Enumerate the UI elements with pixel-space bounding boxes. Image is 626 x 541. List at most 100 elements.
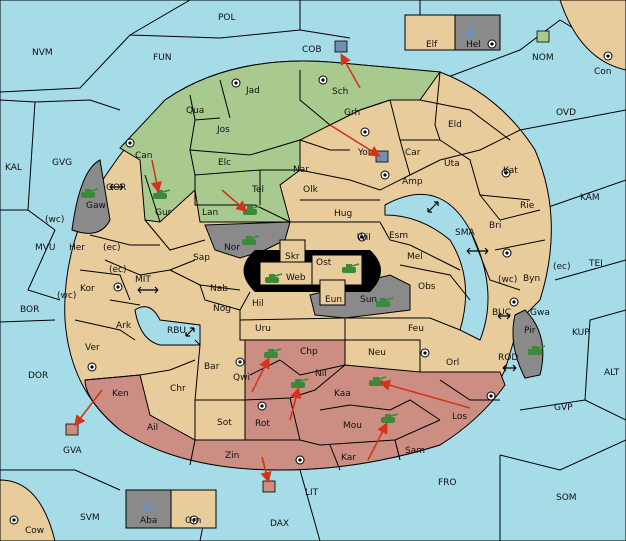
label-som: SOM [556, 493, 577, 503]
label-qua: Qua [186, 106, 204, 116]
army-unit-icon [528, 345, 546, 355]
label-kam: KAM [580, 193, 600, 203]
label-car: Car [405, 148, 421, 158]
label-mel: Mel [407, 252, 423, 262]
army-unit-icon [81, 188, 99, 198]
label-mvu: MVU [35, 243, 56, 253]
label-gaw: Gaw [86, 201, 106, 211]
label-fun: FUN [153, 53, 172, 63]
label-orn: Orn [185, 516, 201, 526]
inner-sea-channel[interactable] [384, 193, 489, 341]
label-nvm: NVM [32, 48, 53, 58]
label-kup: KUP [572, 328, 590, 338]
label-uru: Uru [255, 324, 271, 334]
label-qwi: Qwi [233, 373, 250, 383]
units [65, 26, 550, 512]
label-ail: Ail [147, 423, 158, 433]
label-nar: Nar [293, 165, 309, 175]
label-alt: ALT [604, 368, 620, 378]
supply-centers [9, 39, 613, 525]
region-green-block[interactable] [119, 60, 441, 223]
label-con: Con [594, 67, 612, 77]
label-gor: GOR [106, 183, 126, 193]
label-sap: Sap [193, 253, 210, 263]
label-lit: LIT [305, 488, 319, 498]
label-ken: Ken [112, 389, 129, 399]
label-amp: Amp [402, 177, 423, 187]
label-kat: Kat [503, 166, 518, 176]
label-orl: Orl [446, 358, 459, 368]
label-coast-ec: (ec) [553, 262, 571, 272]
label-ver: Ver [85, 343, 100, 353]
label-jos: Jos [216, 125, 230, 135]
label-coast-wc: (wc) [45, 215, 64, 225]
label-feu: Feu [408, 324, 424, 334]
label-bor: BOR [20, 305, 39, 315]
label-gvp: GVP [554, 403, 573, 413]
label-sam: Sam [405, 446, 425, 456]
order-arrows [74, 53, 471, 484]
army-unit-icon [264, 348, 282, 358]
fleet-unit-icon [65, 423, 79, 436]
label-sch: Sch [332, 87, 348, 97]
label-aba: Aba [140, 516, 157, 526]
label-gva: GVA [63, 446, 83, 456]
label-sot: Sot [217, 418, 232, 428]
label-rbu: RBU [167, 326, 186, 336]
army-unit-icon [265, 273, 283, 283]
label-eun: Eun [325, 295, 342, 305]
label-eld: Eld [448, 120, 462, 130]
label-gwa: Gwa [530, 308, 550, 318]
fleet-unit-icon [262, 480, 276, 493]
fleet-unit-icon [536, 30, 550, 43]
label-svm: SVM [80, 513, 100, 523]
label-dax: DAX [270, 519, 289, 529]
label-obs: Obs [418, 282, 436, 292]
label-cow: Cow [25, 526, 44, 536]
army-unit-icon [376, 297, 394, 307]
adjacency-markers [109, 183, 517, 372]
label-hel: Hel [466, 40, 481, 50]
label-esm: Esm [389, 231, 408, 241]
label-dor: DOR [28, 371, 48, 381]
land-labels: Jad Sch Qua Jos Grh Can Elc Nar Yor Car … [69, 86, 550, 463]
label-web: Web [286, 273, 306, 283]
label-uta: Uta [444, 159, 460, 169]
label-sma: SMA [455, 228, 475, 238]
label-elc: Elc [218, 158, 231, 168]
label-rie: Rie [520, 201, 535, 211]
label-buc: BUC [492, 308, 511, 318]
label-elf: Elf [426, 40, 438, 50]
label-chp: Chp [300, 347, 318, 357]
label-neu: Neu [368, 348, 386, 358]
label-nog: Nog [213, 304, 231, 314]
label-tei: TEI [588, 259, 603, 269]
label-byn: Byn [523, 274, 540, 284]
label-rot: Rot [255, 419, 270, 429]
label-chr: Chr [170, 384, 186, 394]
label-kor: Kor [80, 284, 95, 294]
label-mou: Mou [343, 421, 362, 431]
fleet-unit-icon [375, 150, 389, 163]
army-unit-icon [381, 413, 399, 423]
label-wil: Wil [357, 233, 371, 243]
label-bri: Bri [489, 221, 501, 231]
region-skr[interactable] [279, 239, 306, 263]
inner-sea-rbu[interactable] [134, 306, 201, 346]
label-coast-ec: (ec) [109, 265, 127, 275]
label-tel: Tel [251, 185, 264, 195]
label-coast-wc: (wc) [57, 291, 76, 301]
fleet-unit-icon [140, 501, 156, 512]
label-gvg: GVG [52, 158, 72, 168]
region-eun[interactable] [319, 279, 346, 306]
label-ovd: OVD [556, 108, 576, 118]
region-ost[interactable] [311, 254, 363, 286]
region-pir[interactable] [512, 309, 544, 379]
label-yor: Yor [357, 148, 372, 158]
label-skr: Skr [285, 252, 300, 262]
label-kal: KAL [5, 163, 22, 173]
label-lan: Lan [202, 208, 218, 218]
region-elf[interactable] [404, 14, 456, 51]
label-rod: ROD [498, 353, 518, 363]
